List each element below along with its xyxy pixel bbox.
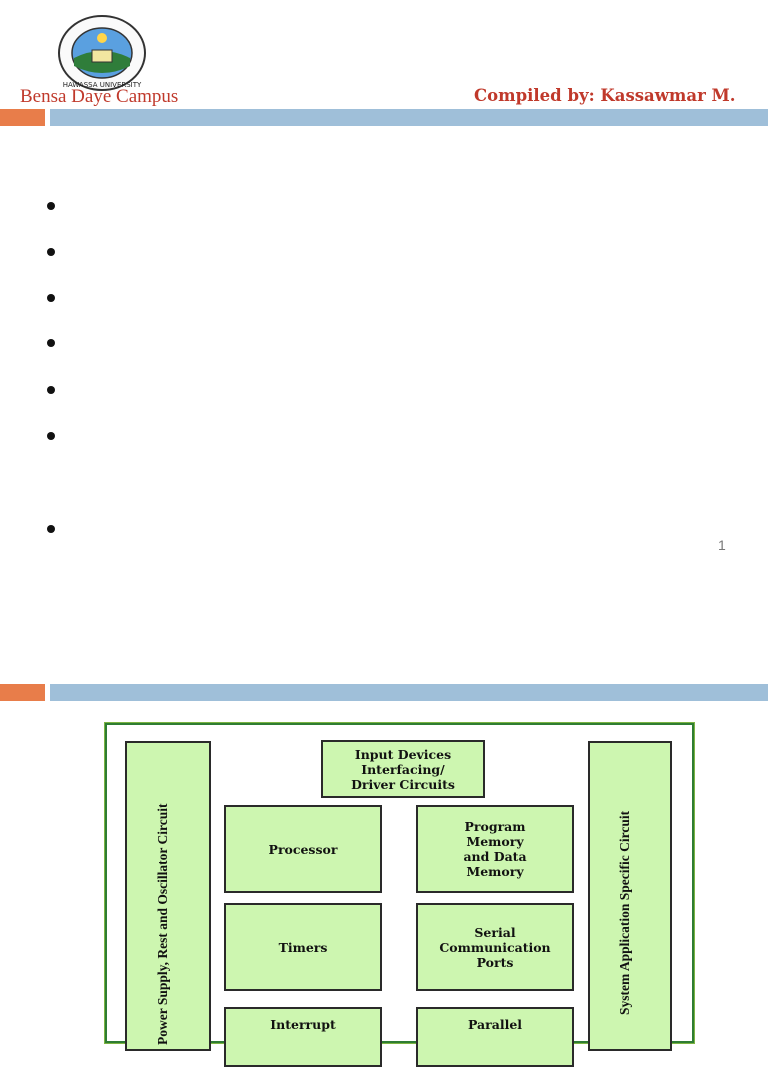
application-circuit-label: System Application Specific Circuit bbox=[617, 810, 632, 1015]
compiled-by: Compiled by: Kassawmar M. bbox=[474, 86, 736, 105]
memory-block: Program Memory and Data Memory bbox=[416, 805, 574, 893]
bullet-1 bbox=[47, 202, 55, 210]
timers-block: Timers bbox=[224, 903, 382, 991]
bullet-5 bbox=[47, 386, 55, 394]
campus-name: Bensa Daye Campus bbox=[20, 86, 179, 107]
bullet-7 bbox=[47, 525, 55, 533]
embedded-system-diagram: Power Supply, Rest and Oscillator Circui… bbox=[105, 723, 694, 1067]
bullet-4 bbox=[47, 339, 55, 347]
serial-ports-block: Serial Communication Ports bbox=[416, 903, 574, 991]
bullet-3 bbox=[47, 294, 55, 302]
power-supply-label: Power Supply, Rest and Oscillator Circui… bbox=[155, 803, 170, 1045]
processor-block: Processor bbox=[224, 805, 382, 893]
application-circuit-block bbox=[588, 741, 672, 1051]
slide2-bar-blue bbox=[50, 684, 768, 701]
page-number: 1 bbox=[718, 537, 726, 553]
university-logo-icon: HAWASSA UNIVERSITY bbox=[58, 15, 146, 91]
input-devices-block: Input Devices Interfacing/ Driver Circui… bbox=[321, 740, 485, 798]
header-bar-blue bbox=[50, 109, 768, 126]
slide2-bar-orange bbox=[0, 684, 45, 701]
interrupt-block: Interrupt bbox=[224, 1007, 382, 1067]
header-bar-orange bbox=[0, 109, 45, 126]
parallel-block: Parallel bbox=[416, 1007, 574, 1067]
bullet-6 bbox=[47, 432, 55, 440]
svg-text:HAWASSA UNIVERSITY: HAWASSA UNIVERSITY bbox=[63, 81, 142, 89]
bullet-2 bbox=[47, 248, 55, 256]
